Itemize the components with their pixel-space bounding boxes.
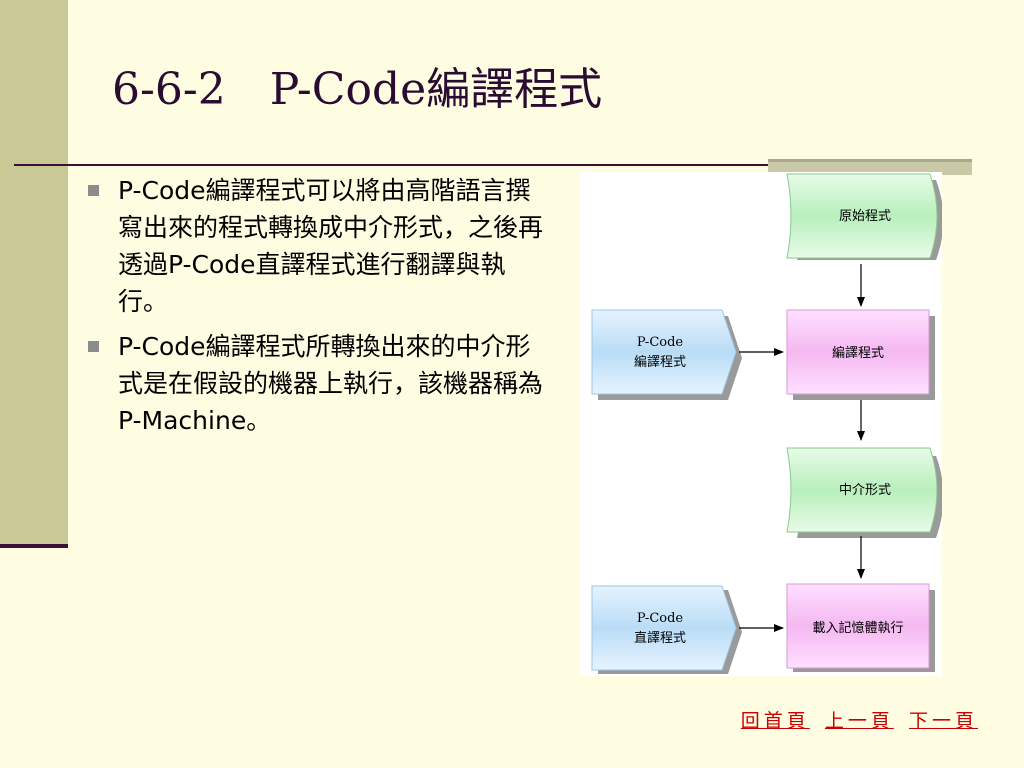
bullet-text: P-Code編譯程式可以將由高階語言撰寫出來的程式轉換成中介形式，之後再透過P-… bbox=[118, 176, 544, 316]
source-program-box: 原始程式 bbox=[786, 173, 942, 260]
bullet-item: P-Code編譯程式所轉換出來的中介形式是在假設的機器上執行，該機器稱為P-Ma… bbox=[86, 328, 544, 439]
compiler-box: 編譯程式 bbox=[786, 309, 935, 400]
bullet-item: P-Code編譯程式可以將由高階語言撰寫出來的程式轉換成中介形式，之後再透過P-… bbox=[86, 172, 544, 320]
pcode-compiler-box: P-Code 編譯程式 bbox=[591, 309, 742, 400]
title-divider bbox=[14, 164, 972, 166]
pcode-compiler-label-line2: 編譯程式 bbox=[634, 354, 686, 370]
home-link[interactable]: 回首頁 bbox=[740, 710, 810, 732]
compiler-flow-diagram: 原始程式 編譯程式 P-Code 編譯程式 中介形式 bbox=[580, 172, 942, 676]
intermediate-form-box: 中介形式 bbox=[786, 447, 942, 538]
square-bullet-icon bbox=[88, 185, 99, 196]
intermediate-form-label: 中介形式 bbox=[839, 483, 891, 498]
sidebar-divider bbox=[0, 544, 68, 548]
source-program-label: 原始程式 bbox=[839, 209, 891, 224]
slide-navigation: 回首頁 上一頁 下一頁 bbox=[731, 706, 978, 733]
pcode-interpreter-label-line1: P-Code bbox=[637, 611, 684, 626]
pcode-compiler-label-line1: P-Code bbox=[637, 335, 684, 350]
execute-label: 載入記憶體執行 bbox=[812, 620, 903, 636]
compiler-label: 編譯程式 bbox=[832, 345, 884, 361]
prev-page-link[interactable]: 上一頁 bbox=[824, 710, 894, 732]
pcode-interpreter-box: P-Code 直譯程式 bbox=[591, 585, 742, 674]
bullet-text: P-Code編譯程式所轉換出來的中介形式是在假設的機器上執行，該機器稱為P-Ma… bbox=[118, 332, 544, 435]
bullet-list: P-Code編譯程式可以將由高階語言撰寫出來的程式轉換成中介形式，之後再透過P-… bbox=[86, 172, 544, 447]
page-title: 6-6-2 P-Code編譯程式 bbox=[112, 64, 603, 115]
title-divider-accent bbox=[768, 159, 972, 175]
execute-box: 載入記憶體執行 bbox=[786, 583, 935, 672]
sidebar-bar bbox=[0, 0, 68, 546]
square-bullet-icon bbox=[88, 341, 99, 352]
pcode-interpreter-label-line2: 直譯程式 bbox=[634, 630, 686, 646]
next-page-link[interactable]: 下一頁 bbox=[908, 710, 978, 732]
